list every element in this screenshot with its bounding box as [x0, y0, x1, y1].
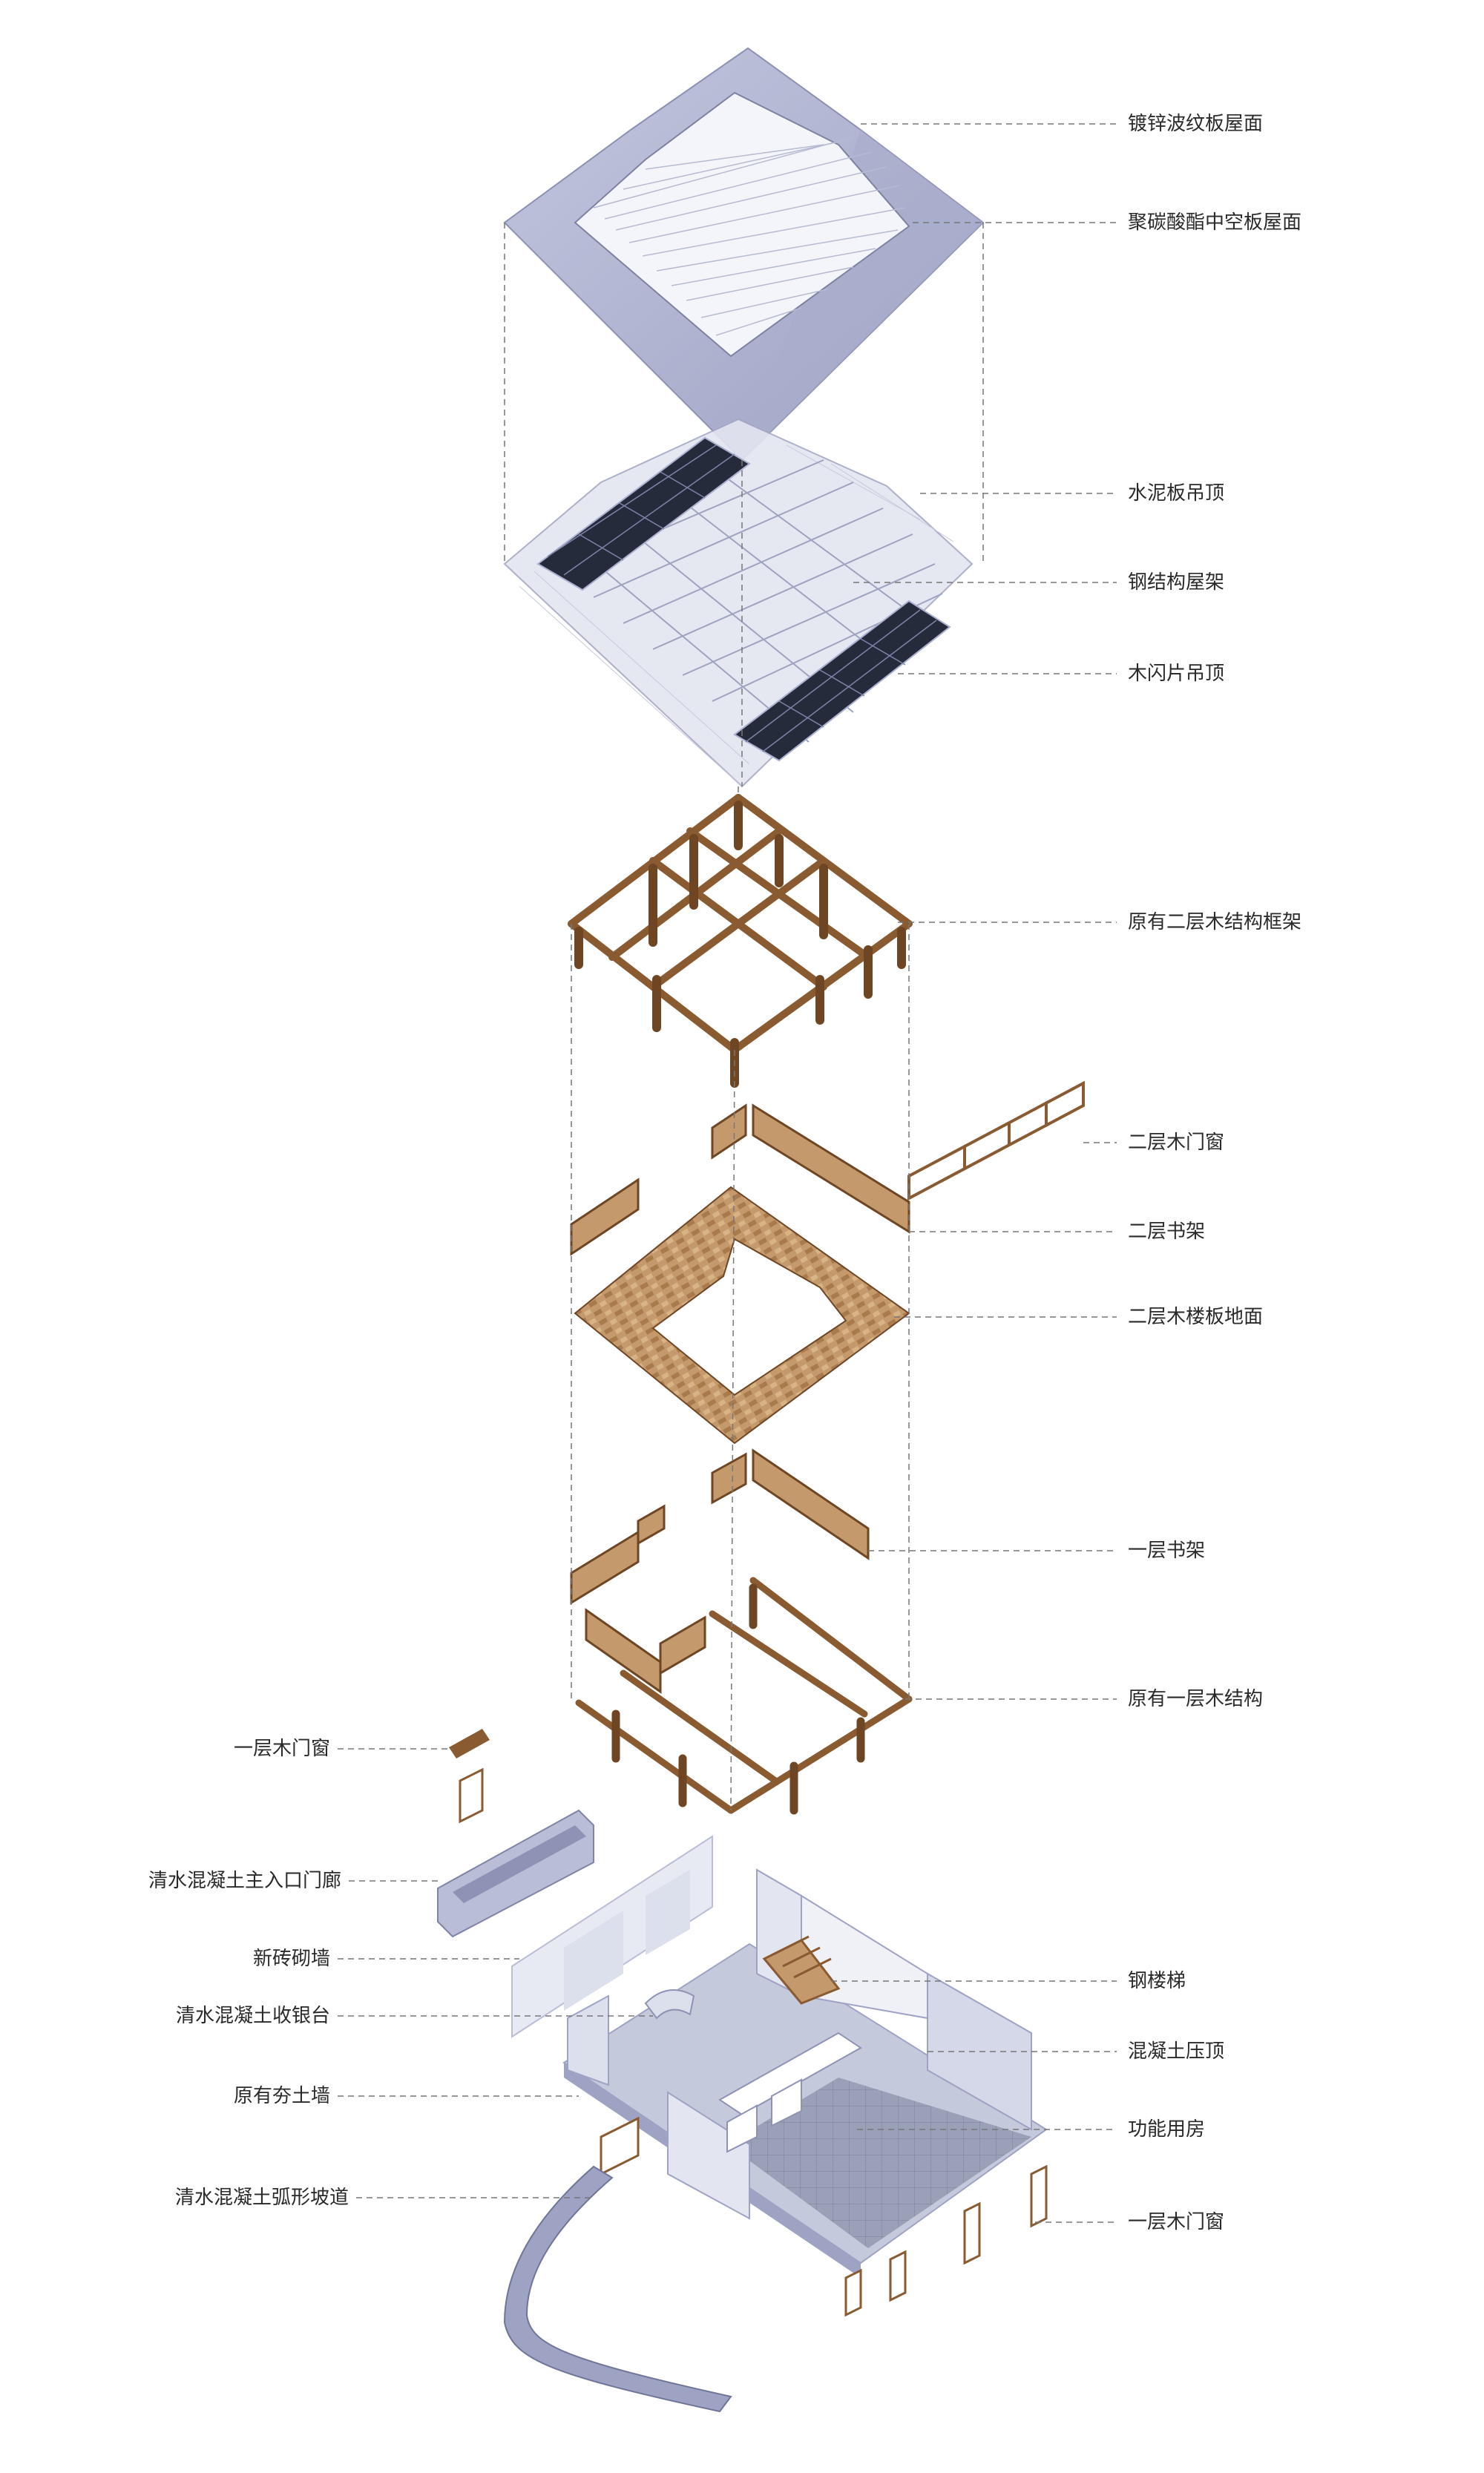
- concrete-cashier-counter: [644, 1989, 695, 2020]
- existing-1f-timber-structure: [575, 1577, 913, 1815]
- projection-guides: [504, 223, 984, 1811]
- label-2f-timber-frame: 原有二层木结构框架: [1128, 911, 1302, 933]
- label-2f-bookshelves: 二层书架: [1128, 1221, 1206, 1243]
- label-steel-staircase: 钢楼梯: [1128, 1970, 1186, 1992]
- label-steel-roof-truss: 钢结构屋架: [1128, 571, 1225, 594]
- label-curved-ramp: 清水混凝土弧形坡道: [174, 2187, 349, 2209]
- label-function-rooms: 功能用房: [1128, 2118, 1206, 2141]
- polycarbonate-roof-panel: [574, 91, 910, 358]
- label-cashier-counter: 清水混凝土收银台: [175, 2005, 330, 2027]
- 1f-wood-doors-windows-right: [600, 2116, 1048, 2317]
- leader-lines: [338, 123, 1117, 2223]
- label-1f-doors-windows-right: 一层木门窗: [1128, 2211, 1225, 2233]
- label-1f-timber-structure: 原有一层木结构: [1128, 1688, 1264, 1710]
- 2f-timber-floor: [574, 1186, 910, 1445]
- 2f-wood-doors-windows: [907, 1080, 1085, 1201]
- label-2f-doors-windows: 二层木门窗: [1128, 1132, 1225, 1154]
- existing-rammed-earth-wall: [567, 1868, 802, 2220]
- 1f-bookshelves: [570, 1448, 870, 1694]
- 1f-wood-door-window-left: [449, 1729, 490, 1824]
- new-brick-wall: [511, 1835, 713, 2038]
- label-galvanized-corrugated-roof: 镀锌波纹板屋面: [1128, 113, 1264, 135]
- existing-2f-timber-frame: [568, 794, 913, 1088]
- fair-faced-concrete-curved-ramp: [503, 2165, 732, 2413]
- label-2f-timber-floor: 二层木楼板地面: [1128, 1306, 1264, 1328]
- fair-faced-concrete-entrance-portico: [437, 1809, 594, 1938]
- label-wood-shingle-ceiling: 木闪片吊顶: [1128, 663, 1225, 685]
- label-1f-bookshelves: 一层书架: [1128, 1540, 1206, 1562]
- function-rooms: [718, 2032, 862, 2153]
- steel-staircase: [762, 1935, 841, 2005]
- label-cement-board-ceiling: 水泥板吊顶: [1128, 482, 1225, 505]
- label-polycarbonate-roof: 聚碳酸酯中空板屋面: [1128, 211, 1302, 234]
- label-concrete-coping: 混凝土压顶: [1128, 2040, 1225, 2063]
- label-entrance-portico: 清水混凝土主入口门廊: [148, 1870, 341, 1892]
- label-1f-doors-windows-left: 一层木门窗: [233, 1738, 330, 1760]
- label-rammed-earth-wall: 原有夯土墙: [233, 2085, 330, 2107]
- wood-shingle-ceiling: [536, 436, 951, 762]
- label-new-brick-wall: 新砖砌墙: [252, 1948, 330, 1970]
